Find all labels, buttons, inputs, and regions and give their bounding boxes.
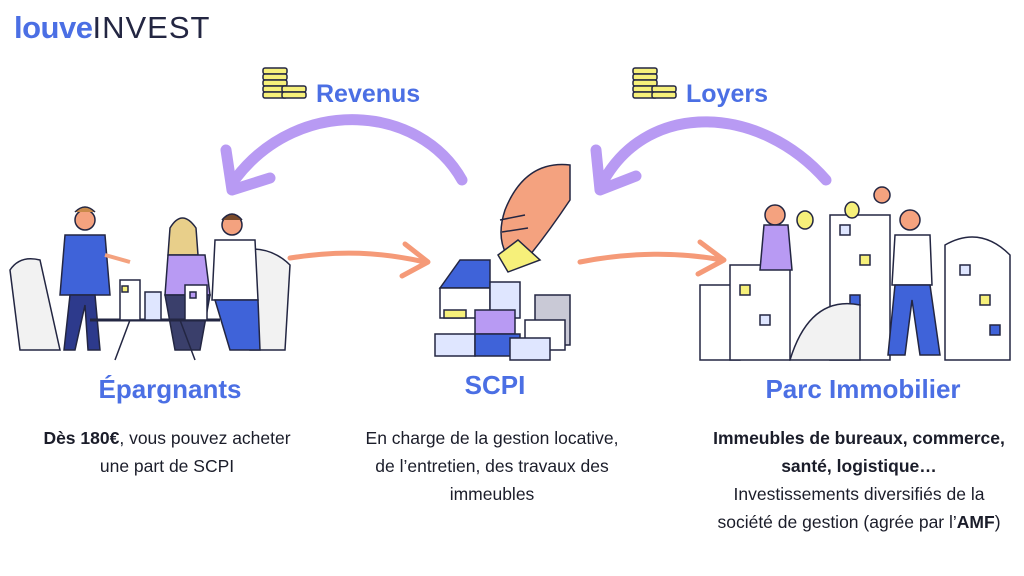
- text-parc-end: ): [994, 512, 1001, 532]
- text-parc-rest: Investissements diversifiés de la sociét…: [717, 484, 985, 532]
- text-parc-immobilier: Immeubles de bureaux, commerce, santé, l…: [704, 424, 1014, 536]
- coins-icon: [632, 67, 677, 99]
- title-scpi: SCPI: [464, 370, 526, 400]
- title-parc-immobilier: Parc Immobilier: [765, 374, 961, 404]
- text-epargnants-rest: , vous pouvez acheter une part de SCPI: [99, 428, 291, 476]
- flow-label-loyers: Loyers: [686, 80, 768, 108]
- flow-label-revenus: Revenus: [316, 80, 421, 108]
- coins-icon: [262, 67, 307, 99]
- scpi-blocks-illustration: [434, 163, 571, 361]
- text-epargnants: Dès 180€, vous pouvez acheter une part d…: [32, 424, 302, 480]
- arrow-invest-right: [577, 251, 725, 265]
- text-parc-bold: Immeubles de bureaux, commerce, santé, l…: [713, 428, 1005, 476]
- savers-illustration: [9, 206, 291, 361]
- logo-word-1: louve: [14, 10, 93, 45]
- logo-word-2: INVEST: [92, 10, 211, 45]
- text-epargnants-bold: Dès 180€: [43, 428, 120, 448]
- brand-logo: louveINVEST: [14, 10, 210, 46]
- arrow-loyers: [598, 116, 832, 186]
- real-estate-illustration: [699, 186, 1011, 361]
- arrow-revenus: [230, 114, 468, 186]
- title-epargnants: Épargnants: [98, 374, 242, 404]
- text-scpi: En charge de la gestion locative, de l’e…: [365, 428, 619, 504]
- text-parc-amf: AMF: [956, 512, 995, 532]
- arrow-invest-left: [287, 250, 428, 265]
